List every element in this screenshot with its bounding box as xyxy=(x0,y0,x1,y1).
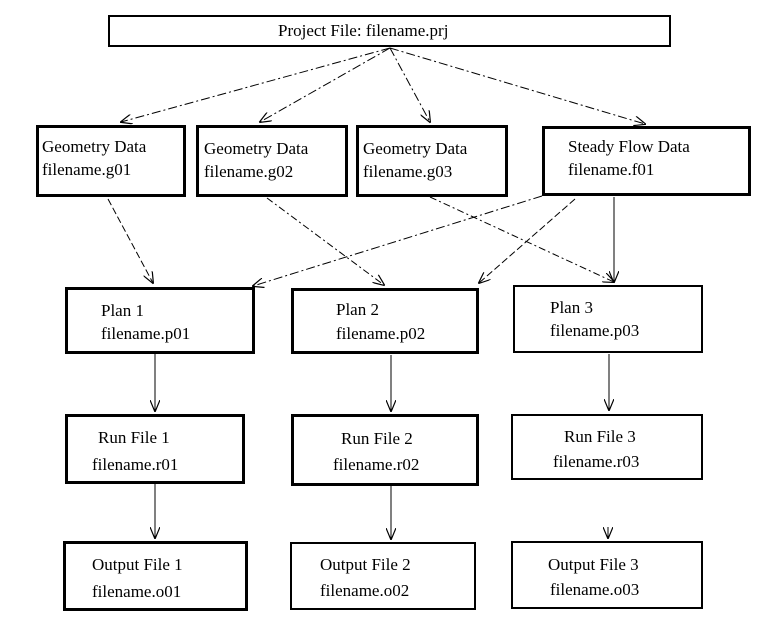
plan-box-1 xyxy=(65,287,255,354)
edge-geometry-2-to-plan-2 xyxy=(266,197,384,285)
run-file-box-2 xyxy=(291,414,479,486)
steady-flow-data-title: Steady Flow Data xyxy=(568,137,690,156)
plan-3-title: Plan 3 xyxy=(550,298,593,317)
edge-project-to-geometry-1 xyxy=(121,47,391,122)
edge-project-to-geometry-2 xyxy=(260,47,391,122)
run-file-3-filename: filename.r03 xyxy=(553,452,640,471)
edge-project-to-flow xyxy=(389,47,645,124)
geometry-data-3-filename: filename.g03 xyxy=(363,162,453,181)
output-file-2-title: Output File 2 xyxy=(320,555,411,574)
output-file-2-filename: filename.o02 xyxy=(320,581,410,600)
plan-2-filename: filename.p02 xyxy=(336,324,426,343)
plan-1-filename: filename.p01 xyxy=(101,324,191,343)
output-file-box-3 xyxy=(511,541,703,609)
geometry-data-1-title: Geometry Data xyxy=(42,137,147,156)
geometry-data-2-title: Geometry Data xyxy=(204,139,309,158)
run-file-1-title: Run File 1 xyxy=(98,428,170,447)
run-file-3-title: Run File 3 xyxy=(564,427,636,446)
edge-geometry-1-to-plan-1 xyxy=(107,198,153,283)
output-file-1-filename: filename.o01 xyxy=(92,582,182,601)
run-file-2-filename: filename.r02 xyxy=(333,455,420,474)
geometry-data-box-1 xyxy=(36,125,186,197)
project-file-label: Project File: filename.prj xyxy=(278,21,449,40)
run-file-box-1 xyxy=(65,414,245,484)
plan-box-3 xyxy=(513,285,703,353)
geometry-data-box-2 xyxy=(196,125,348,197)
output-file-1-title: Output File 1 xyxy=(92,555,183,574)
plan-box-2 xyxy=(291,288,479,354)
geometry-data-2-filename: filename.g02 xyxy=(204,162,294,181)
plan-1-title: Plan 1 xyxy=(101,301,144,320)
run-file-1-filename: filename.r01 xyxy=(92,455,179,474)
steady-flow-data-filename: filename.f01 xyxy=(568,160,655,179)
output-file-3-filename: filename.o03 xyxy=(550,580,640,599)
plan-2-title: Plan 2 xyxy=(336,300,379,319)
edge-flow-to-plan-1 xyxy=(253,195,543,286)
run-file-2-title: Run File 2 xyxy=(341,429,413,448)
run-file-box-3 xyxy=(511,414,703,480)
steady-flow-data-box xyxy=(542,126,751,196)
geometry-data-3-title: Geometry Data xyxy=(363,139,468,158)
project-file-box xyxy=(108,15,671,47)
output-file-box-1 xyxy=(63,541,248,611)
output-file-3-title: Output File 3 xyxy=(548,555,639,574)
geometry-data-1-filename: filename.g01 xyxy=(42,160,132,179)
edge-geometry-3-to-plan-3 xyxy=(429,196,614,282)
edge-project-to-geometry-3 xyxy=(389,47,430,122)
geometry-data-box-3 xyxy=(356,125,508,197)
edge-flow-to-plan-2 xyxy=(479,198,576,283)
plan-3-filename: filename.p03 xyxy=(550,321,640,340)
output-file-box-2 xyxy=(290,542,476,610)
